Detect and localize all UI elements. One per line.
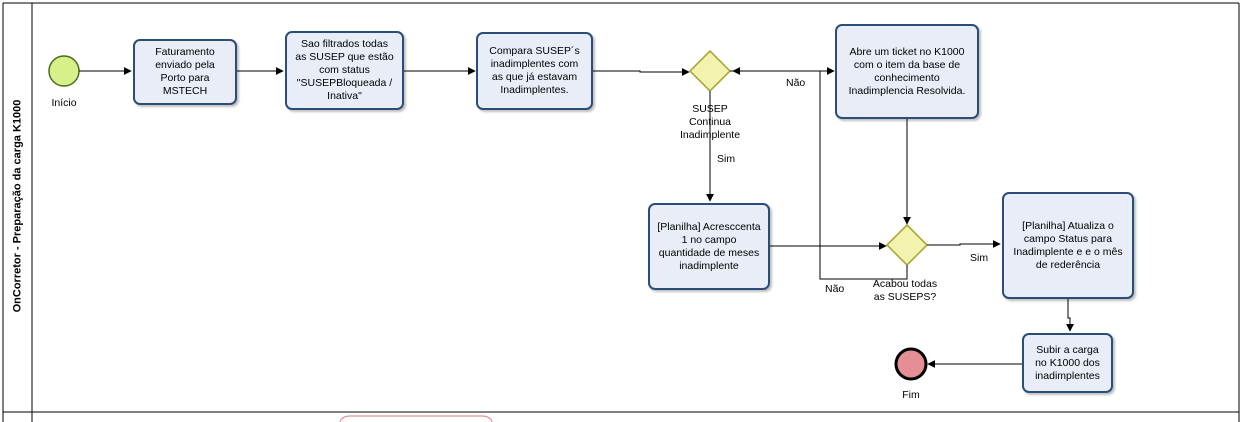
flow-t6-t7 — [1066, 299, 1074, 332]
flow-label-g1-no: Não — [786, 77, 806, 89]
task-subir-carga-line-1: Subir a carga — [1036, 343, 1099, 356]
task-subir-carga-line-3: inadimplentes — [1035, 369, 1100, 382]
gateway-susep-continua[interactable] — [688, 49, 732, 93]
gateway-susep-continua-label-line-2: Continua — [688, 116, 732, 128]
gateway-acabou-todas-label: Acabou todas as SUSEPS? — [860, 278, 950, 304]
task-subir-carga[interactable]: Subir a carga no K1000 dos inadimplentes — [1022, 333, 1113, 393]
task-abre-ticket-line-2: com o item da base de — [853, 58, 961, 71]
task-abre-ticket-line-4: Inadimplencia Resolvida. — [848, 84, 966, 97]
task-compara-susep-line-2: inadimplentes com — [490, 58, 579, 70]
task-atualiza-status-line-1: [Planilha] Atualiza o — [1022, 219, 1114, 232]
gateway-acabou-todas-label-line-2: as SUSEPS? — [873, 291, 937, 303]
task-acrescenta-mes-line-2: 1 no campo — [681, 233, 737, 246]
flow-label-g2-no: Não — [825, 283, 845, 295]
lane-title: OnCorretor - Preparação da carga K1000 — [3, 0, 31, 412]
end-event[interactable] — [894, 347, 928, 381]
flow-t3-g1 — [593, 68, 690, 76]
task-faturamento-line-4: MSTECH — [162, 85, 208, 97]
end-event-label: Fim — [902, 389, 920, 401]
task-abre-ticket[interactable]: Abre um ticket no K1000 com o item da ba… — [835, 24, 979, 119]
gateway-acabou-todas[interactable] — [885, 223, 929, 267]
start-event-label: Início — [51, 97, 77, 109]
task-filtra-susep-line-3: com status — [319, 64, 370, 76]
task-atualiza-status-line-4: de rederência — [1035, 258, 1101, 271]
task-filtra-susep-line-4: "SUSEPBloqueada / — [296, 77, 393, 89]
gateway-acabou-todas-label-line-1: Acabou todas — [872, 278, 938, 290]
task-acrescenta-mes[interactable]: [Planilha] Acresccenta 1 no campo quanti… — [648, 203, 770, 290]
task-abre-ticket-line-3: conhecimento — [874, 71, 940, 84]
task-acrescenta-mes-line-3: quantidade de meses — [658, 246, 760, 259]
lane-title-text: OnCorretor - Preparação da carga K1000 — [11, 99, 24, 313]
gateway-susep-continua-label-line-3: Inadimplente — [679, 129, 741, 141]
sequence-flows — [79, 67, 1074, 368]
task-faturamento-line-1: Faturamento — [155, 46, 215, 58]
flow-g2-t6 — [927, 240, 1001, 248]
task-compara-susep-line-1: Compara SUSEP´s — [489, 45, 580, 57]
task-faturamento[interactable]: Faturamento enviado pela Porto para MSTE… — [133, 39, 237, 105]
task-faturamento-line-3: Porto para — [160, 72, 210, 84]
task-compara-susep[interactable]: Compara SUSEP´s inadimplentes com as que… — [476, 32, 593, 110]
task-filtra-susep[interactable]: Sao filtrados todas as SUSEP que estão c… — [285, 31, 404, 110]
task-subir-carga-line-2: no K1000 dos — [1035, 356, 1100, 369]
task-compara-susep-line-4: Inadimplentes. — [500, 84, 569, 96]
task-acrescenta-mes-line-1: [Planilha] Acresccenta — [657, 220, 761, 233]
flow-g2-g1-no — [732, 67, 908, 280]
task-faturamento-line-2: enviado pela — [155, 59, 215, 71]
gateway-susep-continua-label-line-1: SUSEP — [692, 103, 728, 115]
flow-label-g2-yes: Sim — [970, 252, 989, 264]
task-filtra-susep-line-1: Sao filtrados todas — [301, 38, 388, 50]
task-acrescenta-mes-line-4: inadimplente — [679, 259, 739, 272]
start-event[interactable] — [48, 55, 80, 87]
task-atualiza-status-line-3: Inadimplente e e o mês — [1013, 245, 1123, 258]
task-atualiza-status-line-2: campo Status para — [1023, 232, 1113, 245]
flow-label-g1-yes: Sim — [717, 153, 736, 165]
task-filtra-susep-line-5: Inativa" — [327, 90, 362, 102]
task-compara-susep-line-3: as que já estavam — [491, 71, 578, 83]
gateway-susep-continua-label: SUSEP Continua Inadimplente — [665, 103, 755, 142]
task-atualiza-status[interactable]: [Planilha] Atualiza o campo Status para … — [1002, 192, 1134, 299]
task-abre-ticket-line-1: Abre um ticket no K1000 — [849, 45, 965, 58]
task-filtra-susep-line-2: as SUSEP que estão — [295, 51, 394, 63]
